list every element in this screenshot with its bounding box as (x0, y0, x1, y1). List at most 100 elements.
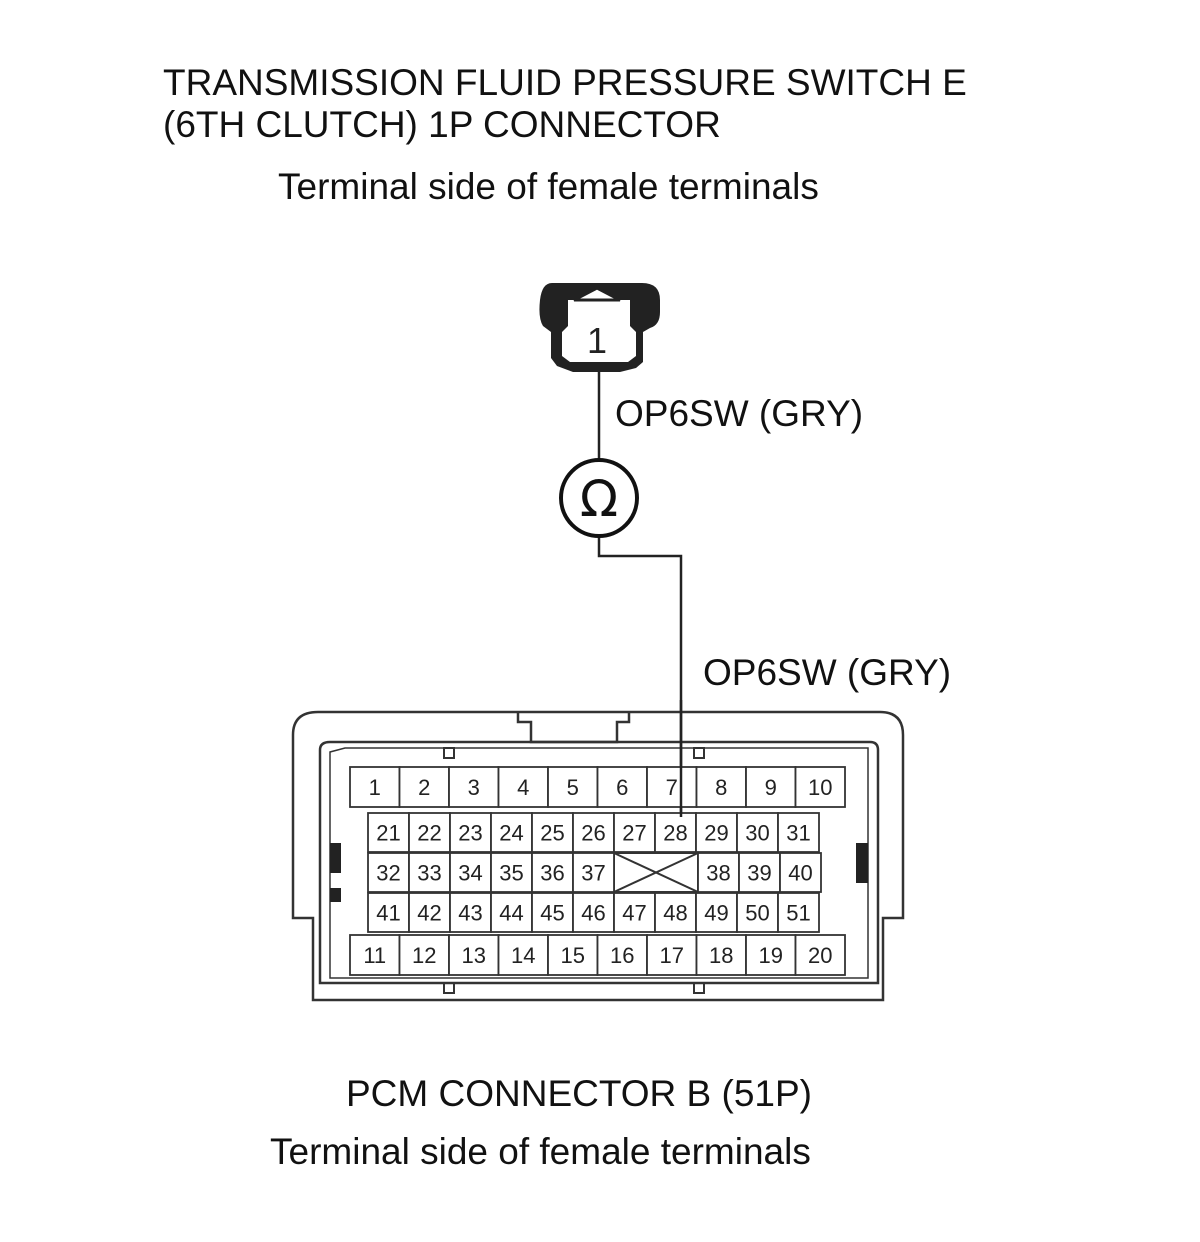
terminal-cell (779, 852, 822, 893)
terminal-cell (596, 766, 648, 808)
terminal-number: 22 (417, 821, 441, 846)
terminal-cell (531, 812, 574, 853)
terminal-number: 43 (458, 901, 482, 926)
terminal-cell (777, 812, 820, 853)
terminal-number: 26 (581, 821, 605, 846)
terminal-cell (646, 766, 698, 808)
pcm-side-locks (330, 843, 868, 902)
terminal-number: 37 (581, 861, 605, 886)
terminal-number: 8 (715, 775, 727, 800)
terminal-cell (572, 812, 615, 853)
terminal-cell (695, 812, 738, 853)
terminal-number: 6 (616, 775, 628, 800)
terminal-cell (367, 892, 410, 933)
switch-connector: 1 (539, 283, 660, 372)
terminal-cell (408, 852, 451, 893)
pcm-connector-subtitle: Terminal side of female terminals (270, 1131, 811, 1172)
upper-wire-label: OP6SW (GRY) (615, 393, 864, 434)
terminal-cell (794, 766, 846, 808)
terminal-number: 20 (808, 943, 832, 968)
terminal-number: 31 (786, 821, 810, 846)
terminal-number: 15 (561, 943, 585, 968)
terminal-number: 17 (660, 943, 684, 968)
terminal-cell (449, 852, 492, 893)
terminal-number: 41 (376, 901, 400, 926)
terminal-cell (449, 892, 492, 933)
terminal-number: 44 (499, 901, 523, 926)
terminal-number: 39 (747, 861, 771, 886)
terminal-number: 10 (808, 775, 832, 800)
terminal-number: 7 (666, 775, 678, 800)
terminal-number: 2 (418, 775, 430, 800)
terminal-cell (408, 892, 451, 933)
terminal-number: 38 (706, 861, 730, 886)
terminal-cell (738, 852, 781, 893)
terminal-number: 34 (458, 861, 482, 886)
switch-terminal-label: 1 (587, 320, 607, 361)
terminal-number: 51 (786, 901, 810, 926)
terminal-number: 28 (663, 821, 687, 846)
terminal-cell (777, 892, 820, 933)
terminal-number: 49 (704, 901, 728, 926)
terminal-number: 30 (745, 821, 769, 846)
terminal-number: 29 (704, 821, 728, 846)
terminal-number: 14 (511, 943, 535, 968)
switch-connector-title-line2: (6TH CLUTCH) 1P CONNECTOR (163, 104, 721, 145)
terminal-cell (490, 852, 533, 893)
terminal-number: 1 (369, 775, 381, 800)
terminal-cell (349, 766, 401, 808)
terminal-number: 18 (709, 943, 733, 968)
terminal-number: 11 (363, 943, 386, 968)
terminal-number: 24 (499, 821, 523, 846)
terminal-number: 12 (412, 943, 436, 968)
terminal-number: 19 (759, 943, 783, 968)
terminal-cell (596, 934, 648, 976)
terminal-cell (695, 766, 747, 808)
terminal-cell (497, 766, 549, 808)
terminal-cell (736, 892, 779, 933)
terminal-number: 16 (610, 943, 634, 968)
switch-connector-title-line1: TRANSMISSION FLUID PRESSURE SWITCH E (163, 62, 967, 103)
terminal-cell (745, 766, 797, 808)
terminal-cell (695, 892, 738, 933)
terminal-number: 4 (517, 775, 529, 800)
terminal-number: 40 (788, 861, 812, 886)
terminal-number: 48 (663, 901, 687, 926)
terminal-number: 50 (745, 901, 769, 926)
terminal-number: 45 (540, 901, 564, 926)
terminal-cell (613, 892, 656, 933)
terminal-number: 27 (622, 821, 646, 846)
switch-connector-subtitle: Terminal side of female terminals (278, 166, 819, 207)
terminal-cell (547, 934, 599, 976)
terminal-number: 42 (417, 901, 441, 926)
ohm-symbol: Ω (580, 470, 618, 528)
terminal-number: 5 (567, 775, 579, 800)
terminal-cell (646, 934, 698, 976)
ohmmeter-icon: Ω (559, 458, 639, 538)
terminal-cell (654, 892, 697, 933)
terminal-number: 21 (376, 821, 400, 846)
terminal-number: 25 (540, 821, 564, 846)
terminal-number: 3 (468, 775, 480, 800)
terminal-number: 36 (540, 861, 564, 886)
terminal-number: 47 (622, 901, 646, 926)
terminal-cell (572, 852, 615, 893)
terminal-number: 32 (376, 861, 400, 886)
terminal-number: 33 (417, 861, 441, 886)
pcm-connector-housing (291, 710, 905, 1002)
terminal-number: 46 (581, 901, 605, 926)
blocked-cavity (613, 852, 699, 893)
terminal-number: 23 (458, 821, 482, 846)
terminal-cell (794, 934, 846, 976)
terminal-cell (398, 934, 450, 976)
terminal-number: 13 (462, 943, 486, 968)
terminal-cell (448, 766, 500, 808)
terminal-cell (448, 934, 500, 976)
terminal-cell (349, 934, 401, 976)
terminal-number: 9 (765, 775, 777, 800)
pcm-connector-title: PCM CONNECTOR B (51P) (346, 1073, 812, 1114)
terminal-cell (367, 812, 410, 853)
terminal-cell (547, 766, 599, 808)
